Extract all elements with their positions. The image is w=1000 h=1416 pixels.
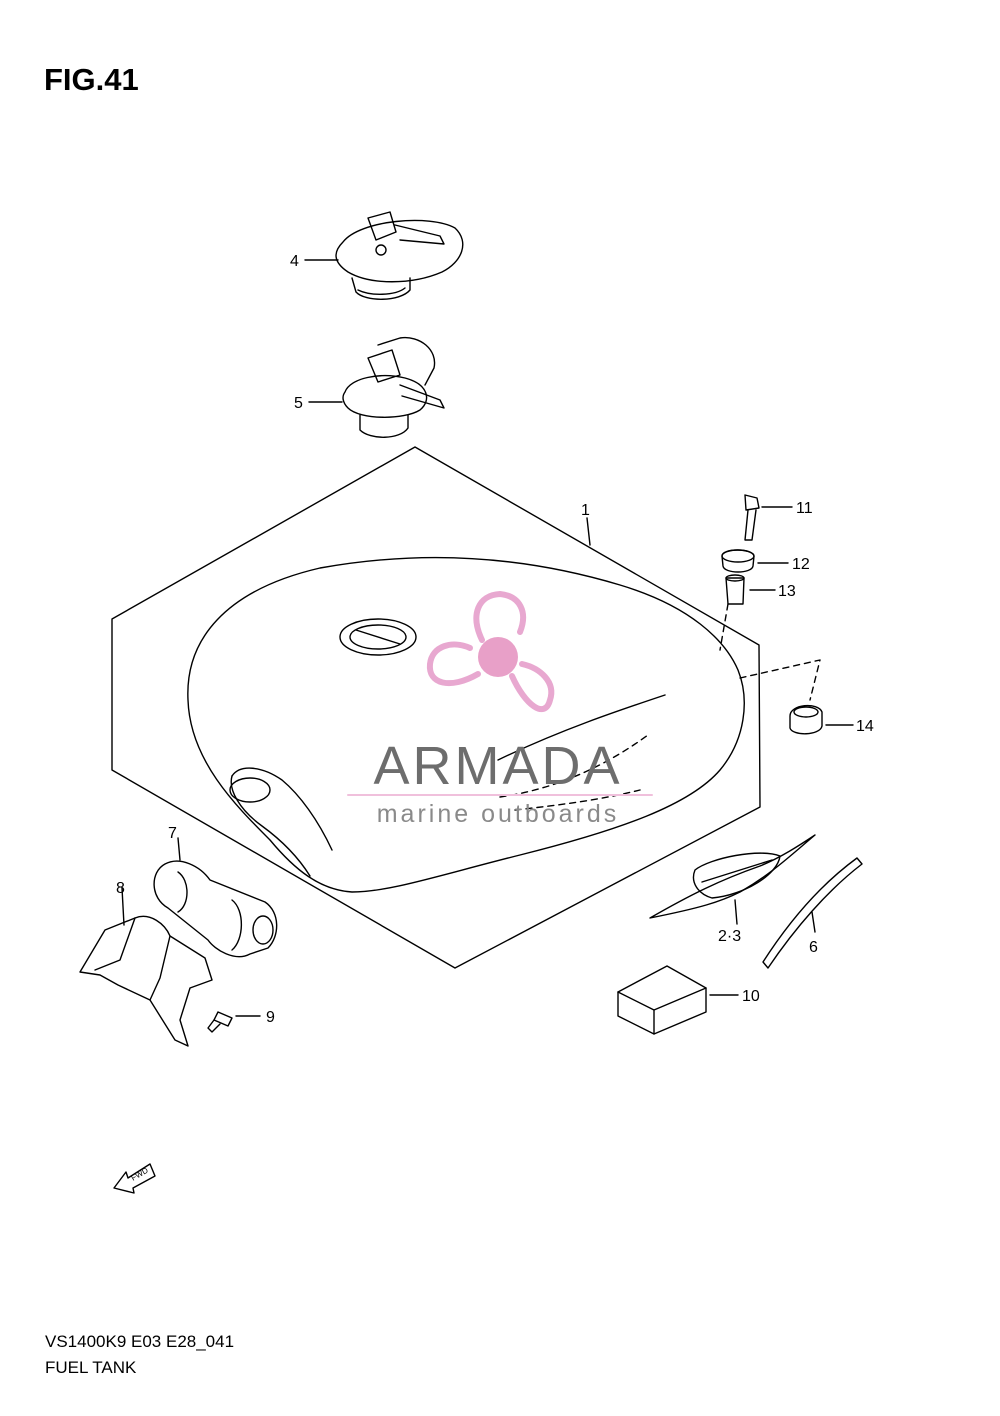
part-fuel-tank [111,446,761,969]
watermark-brand: ARMADA [373,736,622,796]
part-fuel-cap-lower [308,336,445,438]
propeller-logo-icon [426,591,555,713]
part-box-10 [617,965,739,1035]
part-cushion-14 [739,659,854,735]
callout-4: 4 [290,253,299,270]
callout-13: 13 [778,583,796,600]
part-cushion [153,837,278,958]
watermark-tagline: marine outboards [377,800,620,828]
callout-7: 7 [168,825,177,842]
callout-1: 1 [581,502,590,519]
callout-8: 8 [116,880,125,897]
diagram-code: VS1400K9 E03 E28_041 [45,1332,235,1351]
callout-numbers: 1 2·3 4 5 6 7 8 9 10 11 12 13 14 [116,253,874,1026]
fwd-arrow-icon: FWD [113,1163,156,1194]
callout-12: 12 [792,556,810,573]
callout-2-3: 2·3 [718,928,741,945]
callout-10: 10 [742,988,760,1005]
callout-6: 6 [809,939,818,956]
figure-title: FIG.41 [44,62,139,97]
callout-14: 14 [856,718,874,735]
part-fuel-cap-upper [304,211,464,300]
part-emblem [649,834,816,925]
part-bolt-11 [744,494,793,541]
propeller-hub [478,637,518,677]
callout-9: 9 [266,1009,275,1026]
part-collar-13 [719,574,776,651]
watermark: ARMADA marine outboards [347,591,653,828]
part-trim-strip [762,857,863,969]
diagram-name: FUEL TANK [45,1358,137,1377]
part-cushion-12 [721,549,789,573]
part-bracket [79,887,213,1047]
callout-11: 11 [796,500,813,517]
callout-5: 5 [294,395,303,412]
part-bolt-9 [207,1011,261,1033]
